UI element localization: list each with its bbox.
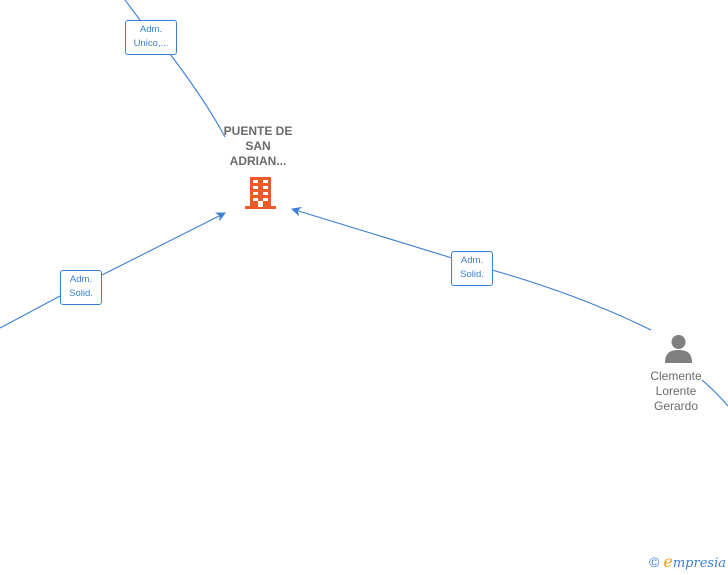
edge-label-left[interactable]: Adm. Solid. — [60, 270, 102, 305]
edge-label-left-line2: Solid. — [69, 288, 93, 299]
copyright-symbol: © — [649, 553, 660, 570]
person-icon[interactable] — [664, 334, 693, 363]
brand-logo-rest: mpresia — [672, 556, 726, 571]
edge-label-top[interactable]: Adm. Unico,... — [125, 20, 177, 55]
edge-left-upper — [99, 212, 226, 277]
person-name-line3: Gerardo — [653, 399, 699, 413]
edge-label-right-line1: Adm. — [460, 255, 484, 266]
building-icon[interactable] — [244, 176, 277, 210]
edge-label-right[interactable]: Adm. Solid. — [451, 251, 493, 286]
company-node-label[interactable]: PUENTE DE SAN ADRIAN... — [208, 124, 308, 169]
edge-right — [491, 269, 652, 331]
edge-left — [0, 294, 63, 329]
edge-label-top-line1: Adm. — [139, 24, 163, 35]
edge-person-out — [701, 379, 728, 407]
edge-label-right-line2: Solid. — [460, 269, 484, 280]
company-name-line2: SAN — [245, 139, 271, 153]
person-name-line2: Lorente — [655, 384, 697, 398]
edge-right-upper — [291, 206, 453, 259]
edge-label-left-line1: Adm. — [69, 274, 93, 285]
brand-footer: © empresia — [649, 552, 726, 571]
brand-logo-initial: e — [663, 552, 673, 571]
edge-top — [124, 0, 141, 21]
brand-logo: empresia — [663, 552, 726, 571]
person-node-label[interactable]: Clemente Lorente Gerardo — [636, 369, 716, 414]
company-name-line1: PUENTE DE — [223, 124, 293, 138]
person-name-line1: Clemente — [650, 369, 702, 383]
edge-label-top-line2: Unico,... — [133, 38, 169, 49]
edge-top-lower — [169, 53, 226, 138]
company-name-line3: ADRIAN... — [229, 154, 287, 168]
